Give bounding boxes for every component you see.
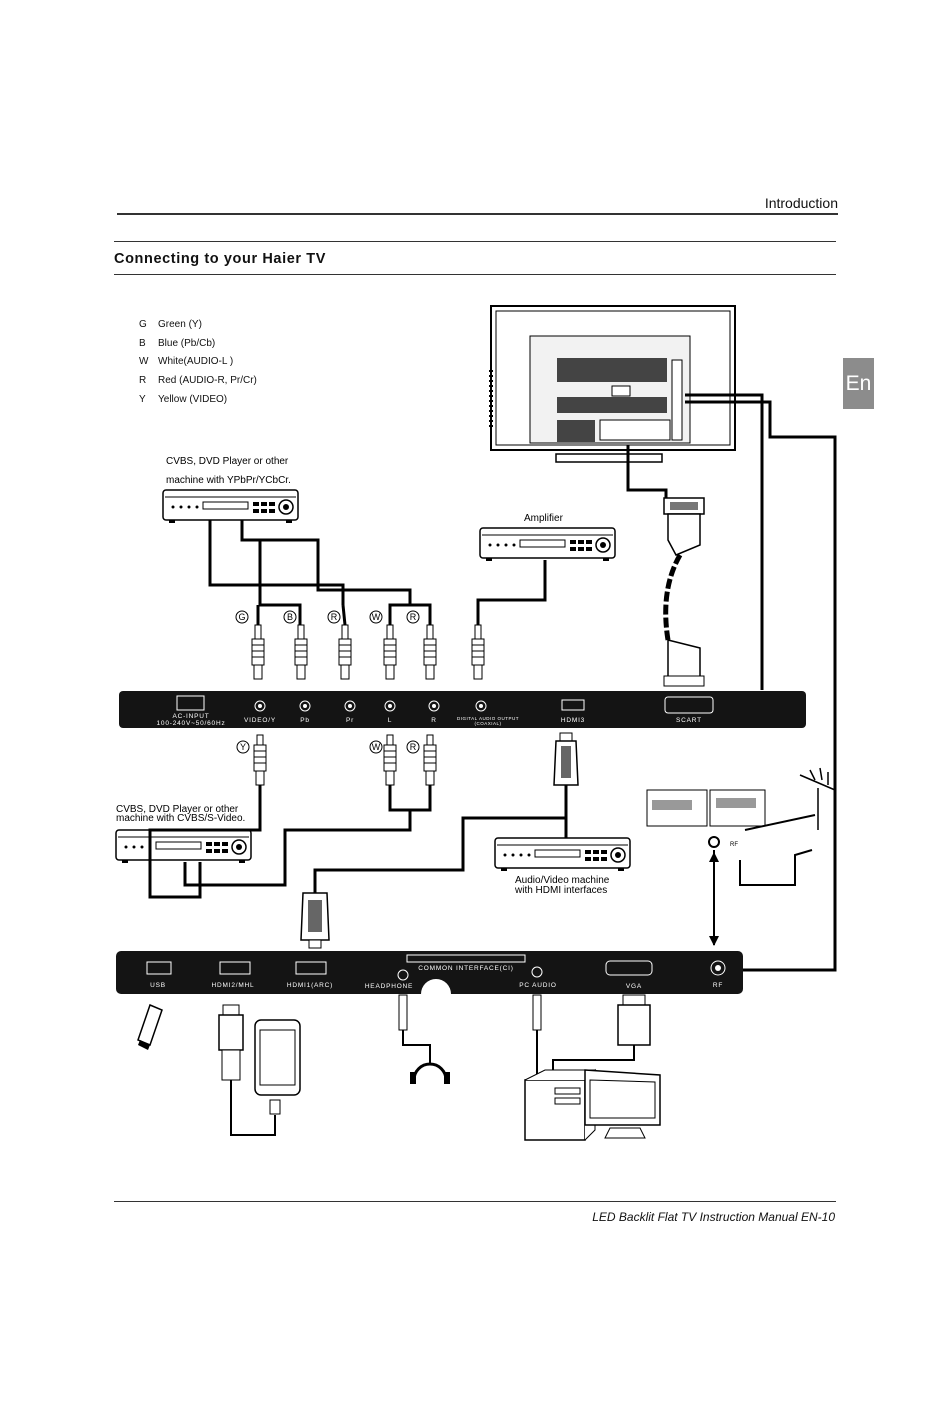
rca-plug-group-top xyxy=(251,624,485,680)
hdmi-plug-bottom xyxy=(300,892,330,949)
pc-audio-cable xyxy=(532,994,542,1075)
video-y-port-label: VIDEO/Y xyxy=(244,717,276,724)
lower-cables xyxy=(148,400,837,972)
manual-title: LED Backlit Flat TV Instruction Manual xyxy=(592,1210,798,1224)
vga-cable xyxy=(552,994,651,1080)
usb-stick-icon xyxy=(137,1004,163,1050)
hdmi-device-label-2: with HDMI interfaces xyxy=(514,885,607,896)
common-interface-label: COMMON INTERFACE(CI) xyxy=(418,965,513,972)
scart-cable xyxy=(663,497,705,687)
svg-text:R: R xyxy=(410,742,417,752)
component-cables xyxy=(208,393,764,690)
svg-text:W: W xyxy=(372,742,381,752)
rf-port-label: RF xyxy=(713,982,723,989)
ypbpr-player-icon xyxy=(162,489,299,524)
page-number: EN-10 xyxy=(800,1210,835,1224)
page-footer: LED Backlit Flat TV Instruction Manual E… xyxy=(540,1210,835,1224)
hdmi-plug-top xyxy=(553,732,579,786)
header-rule xyxy=(117,213,838,215)
ypbpr-device-label-1: CVBS, DVD Player or other xyxy=(166,456,289,467)
svg-text:Y: Y xyxy=(240,742,246,752)
mhl-cable-phone-icon xyxy=(218,1004,301,1136)
title-rule-top xyxy=(114,241,836,242)
svg-text:G: G xyxy=(238,612,245,622)
rear-connector-panel: AC-INPUT 100-240V~50/60Hz VIDEO/Y Pb Pr … xyxy=(119,691,806,728)
ypbpr-device-label-2: machine with YPbPr/YCbCr. xyxy=(166,475,291,486)
antenna-assembly: RF xyxy=(646,767,836,946)
svg-text:R: R xyxy=(331,612,338,622)
section-label: Introduction xyxy=(764,195,838,211)
pc-audio-port-label: PC AUDIO xyxy=(519,982,556,989)
svg-text:R: R xyxy=(410,612,417,622)
cable-letter-markers: G B R W R xyxy=(235,610,420,624)
side-connector-panel: USB HDMI2/MHL HDMI1(ARC) COMMON INTERFAC… xyxy=(116,951,743,994)
hdmi2-mhl-port-label: HDMI2/MHL xyxy=(212,982,255,989)
vga-port-label: VGA xyxy=(626,983,642,990)
footer-rule xyxy=(114,1201,836,1202)
amplifier-label: Amplifier xyxy=(524,513,564,524)
cvbs-device-label-2: machine with CVBS/S-Video. xyxy=(116,813,245,824)
coaxial-label: (COAXIAL) xyxy=(474,721,501,726)
headphone-icon xyxy=(398,994,450,1084)
hdmi3-port-label: HDMI3 xyxy=(561,717,585,724)
cvbs-player-icon xyxy=(115,829,252,864)
svg-text:B: B xyxy=(287,612,293,622)
hdmi1-arc-port-label: HDMI1(ARC) xyxy=(287,982,333,989)
page-title: Connecting to your Haier TV xyxy=(114,251,326,267)
audio-l-port-label: L xyxy=(388,717,392,724)
amplifier-icon xyxy=(479,527,616,562)
pb-port-label: Pb xyxy=(300,717,310,724)
scart-port-label: SCART xyxy=(676,717,702,724)
usb-port-label: USB xyxy=(150,982,166,989)
pr-port-label: Pr xyxy=(346,717,354,724)
lower-cable-letter-markers: Y W R xyxy=(236,740,420,754)
tv-rear-view xyxy=(489,305,736,463)
digital-audio-label: DIGITAL AUDIO OUTPUT xyxy=(457,716,519,721)
ac-voltage-label: 100-240V~50/60Hz xyxy=(157,720,226,727)
language-tab: En xyxy=(843,358,874,409)
audio-r-port-label: R xyxy=(431,717,437,724)
title-rule-bottom xyxy=(114,274,836,275)
svg-text:W: W xyxy=(372,612,381,622)
hdmi-device-label-1: Audio/Video machine xyxy=(515,875,610,886)
headphone-port-label: HEADPHONE xyxy=(365,983,413,990)
ac-input-label: AC-INPUT xyxy=(172,713,209,720)
rf-small-label: RF xyxy=(730,842,738,848)
computer-icon xyxy=(524,1068,661,1141)
hdmi-player-icon xyxy=(494,837,631,872)
cvbs-device-label-1: CVBS, DVD Player or other xyxy=(116,804,239,815)
